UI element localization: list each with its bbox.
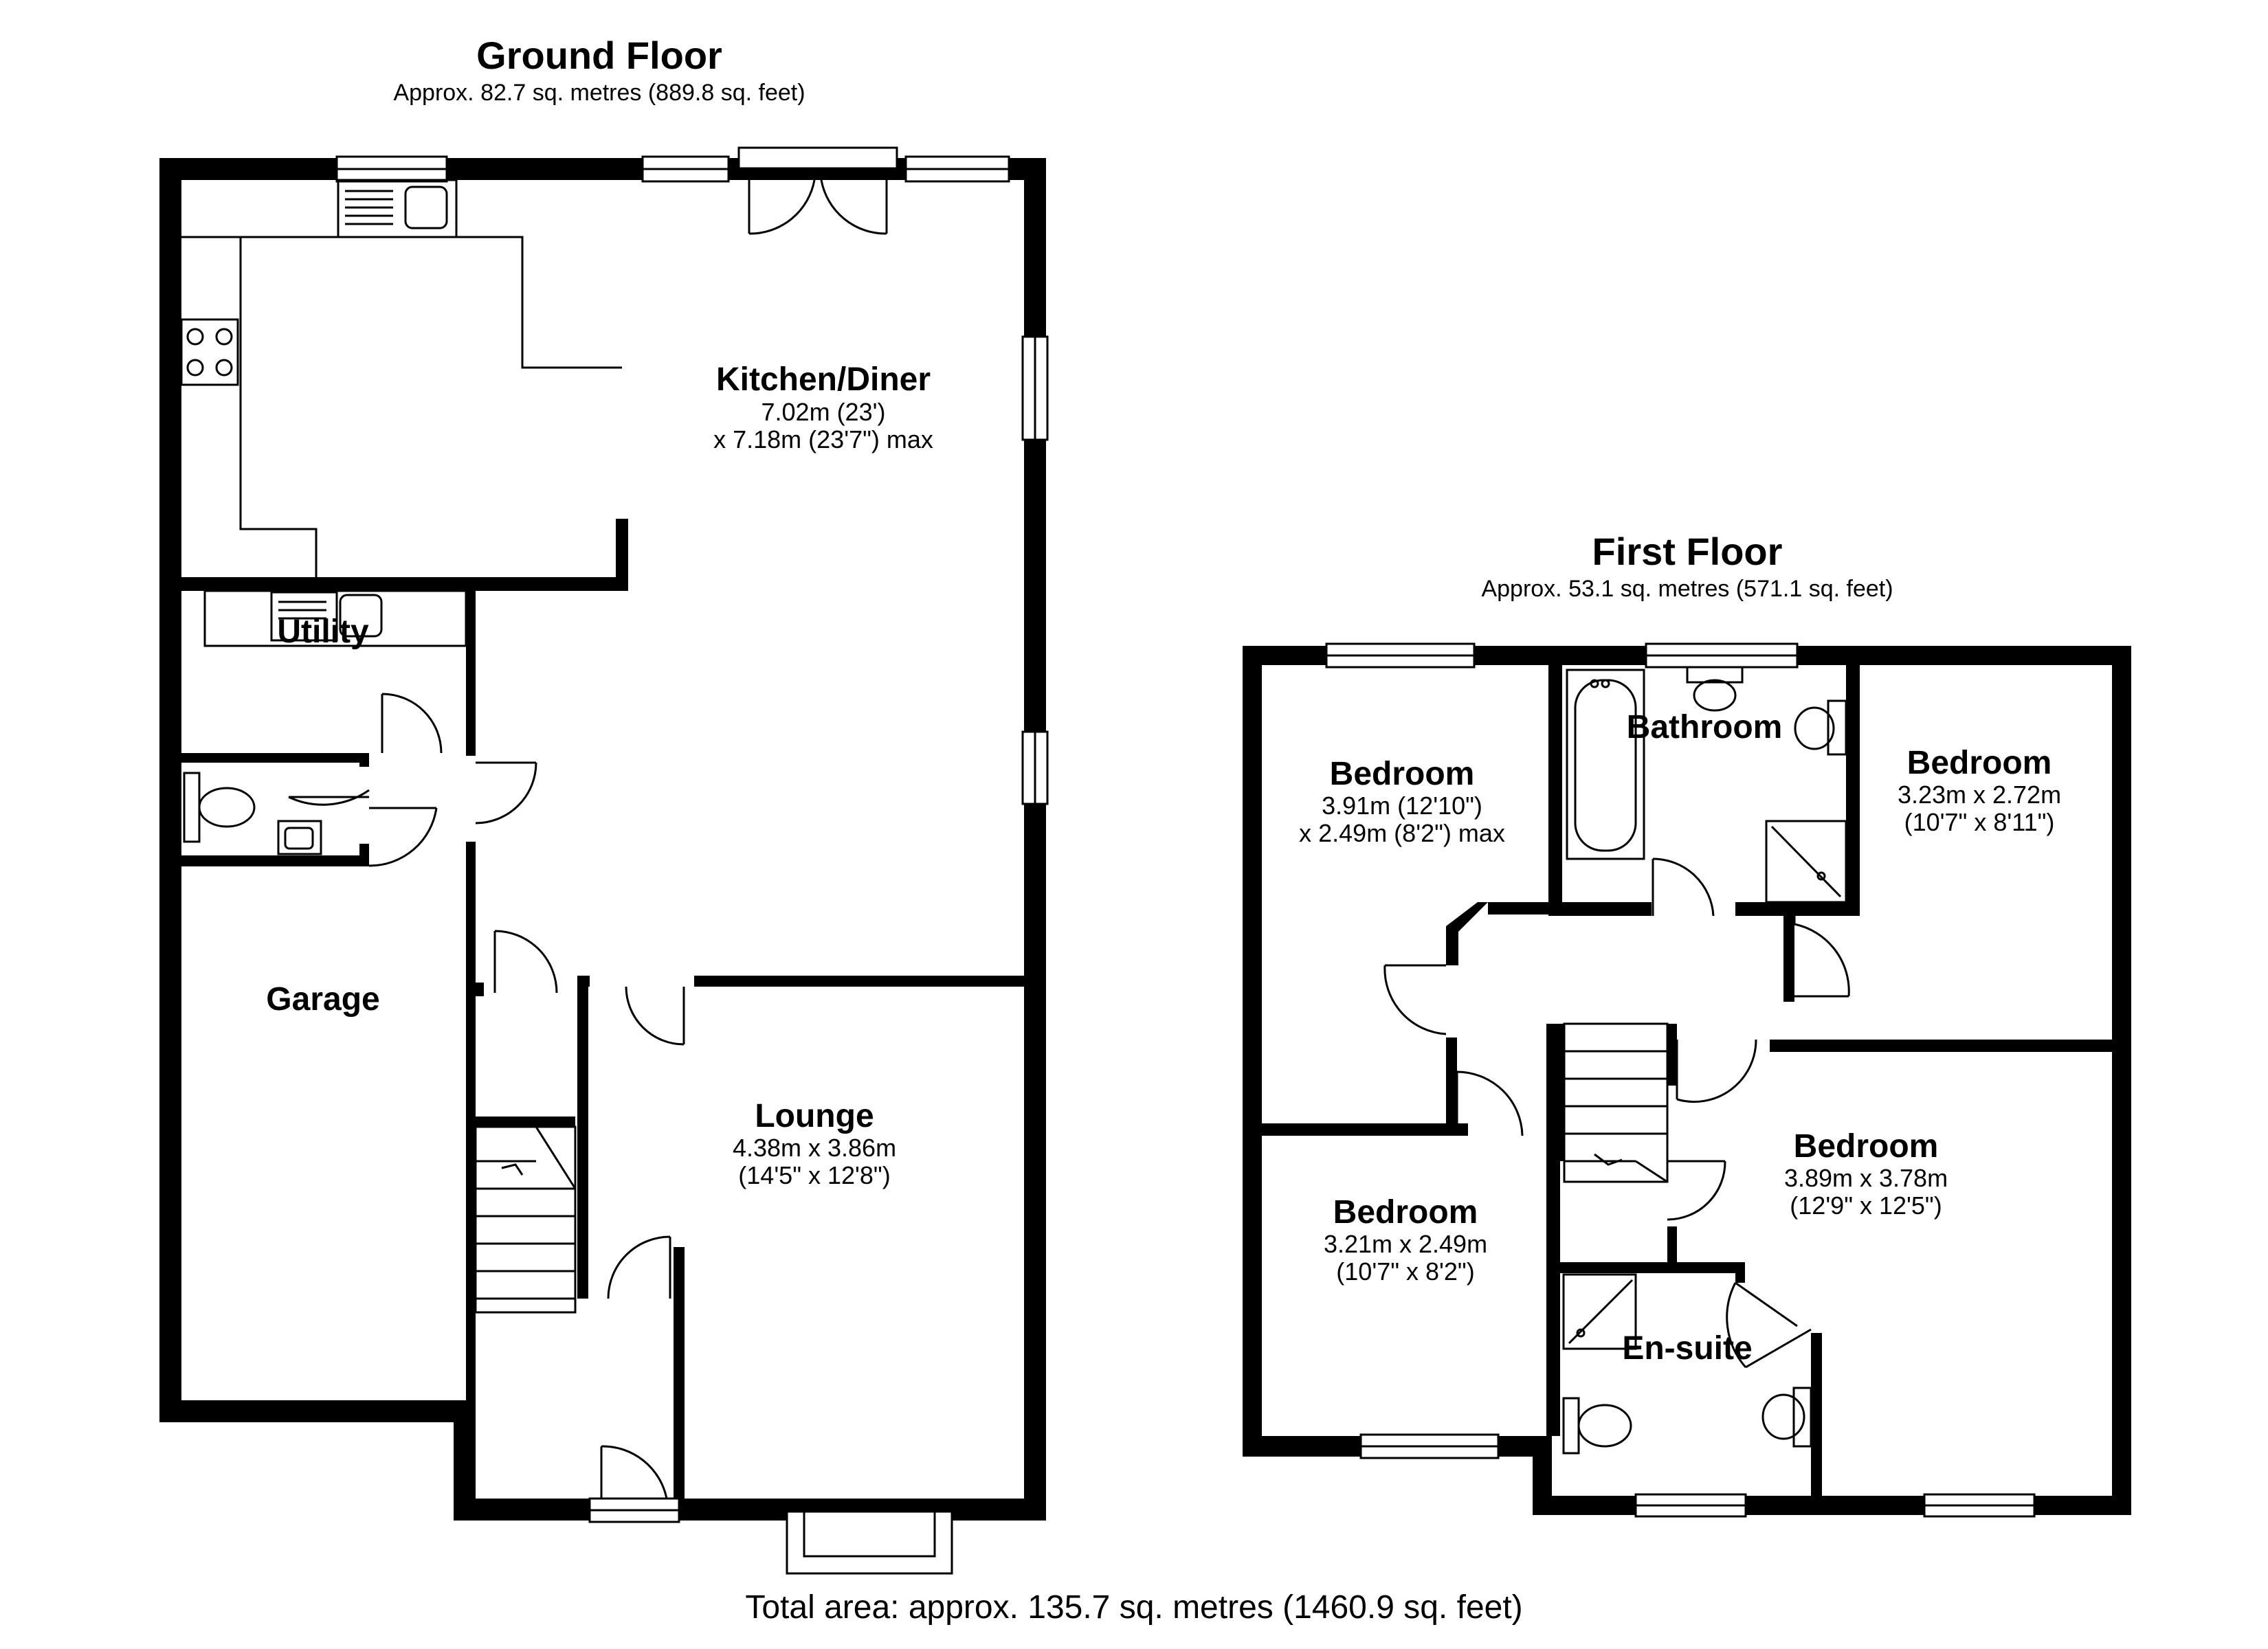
lounge-name: Lounge [755,1098,874,1134]
lounge-label: Lounge 4.38m x 3.86m (14'5" x 12'8") [733,1098,896,1189]
ensuite-name: En-suite [1622,1330,1752,1367]
first-floor-area: Approx. 53.1 sq. metres (571.1 sq. feet) [1481,576,1893,602]
lounge-bay-window [786,1510,953,1575]
bedroom-nw-dim1: 3.91m (12'10") [1322,792,1482,820]
ground-floor-stairs [474,1125,577,1314]
wc-fixtures [183,772,322,855]
ground-floor-windows [335,155,1049,805]
utility-name: Utility [277,614,369,650]
bedroom-ne-dim1: 3.23m x 2.72m [1898,781,2061,809]
ground-floor-plan [159,146,1049,1575]
ground-floor-title: Ground Floor [476,34,722,77]
ground-floor-doors [288,693,685,1523]
garage-name: Garage [266,981,379,1018]
bedroom-ne-dim2: (10'7" x 8'11") [1904,808,2055,836]
first-floor-heading: First Floor Approx. 53.1 sq. metres (571… [1481,530,1893,602]
first-floor-doors [1383,857,1850,1369]
total-area: Total area: approx. 135.7 sq. metres (14… [745,1589,1522,1626]
ground-floor-heading: Ground Floor Approx. 82.7 sq. metres (88… [393,34,805,106]
bedroom-se-label: Bedroom 3.89m x 3.78m (12'9" x 12'5") [1784,1128,1948,1220]
kitchen-units [180,179,622,577]
first-floor-stairs [1563,1022,1669,1183]
bedroom-nw-dim2: x 2.49m (8'2") max [1299,819,1505,847]
kitchen-name: Kitchen/Diner [716,361,931,398]
bedroom-ne-name: Bedroom [1907,745,2052,781]
bedroom-nw-name: Bedroom [1330,756,1475,792]
kitchen-dim2: x 7.18m (23'7") max [713,425,933,453]
bedroom-sw-name: Bedroom [1333,1194,1478,1231]
bedroom-sw-dim2: (10'7" x 8'2") [1336,1257,1474,1286]
lounge-dim1: 4.38m x 3.86m [733,1134,896,1162]
kitchen-label: Kitchen/Diner 7.02m (23') x 7.18m (23'7"… [713,361,933,453]
bedroom-ne-label: Bedroom 3.23m x 2.72m (10'7" x 8'11") [1898,745,2061,836]
bedroom-se-name: Bedroom [1794,1128,1939,1165]
first-floor-plan [1243,642,2131,1518]
bathroom-fixtures [1566,666,1847,904]
kitchen-french-doors [737,146,898,235]
ground-floor-internal-walls [181,519,1024,1508]
bedroom-sw-label: Bedroom 3.21m x 2.49m (10'7" x 8'2") [1324,1194,1487,1286]
bedroom-se-dim2: (12'9" x 12'5") [1790,1191,1942,1220]
utility-worktop [203,590,467,647]
ensuite-fixtures [1562,1273,1812,1455]
bedroom-se-dim1: 3.89m x 3.78m [1784,1164,1948,1192]
bedroom-nw-label: Bedroom 3.91m (12'10") x 2.49m (8'2") ma… [1299,756,1505,847]
bedroom-sw-dim1: 3.21m x 2.49m [1324,1230,1487,1258]
bathroom-name: Bathroom [1627,709,1783,745]
lounge-dim2: (14'5" x 12'8") [738,1161,890,1189]
ground-floor-area: Approx. 82.7 sq. metres (889.8 sq. feet) [393,80,805,106]
kitchen-dim1: 7.02m (23') [761,398,886,426]
first-floor-internal-walls [1262,665,2112,1498]
first-floor-title: First Floor [1592,530,1783,573]
